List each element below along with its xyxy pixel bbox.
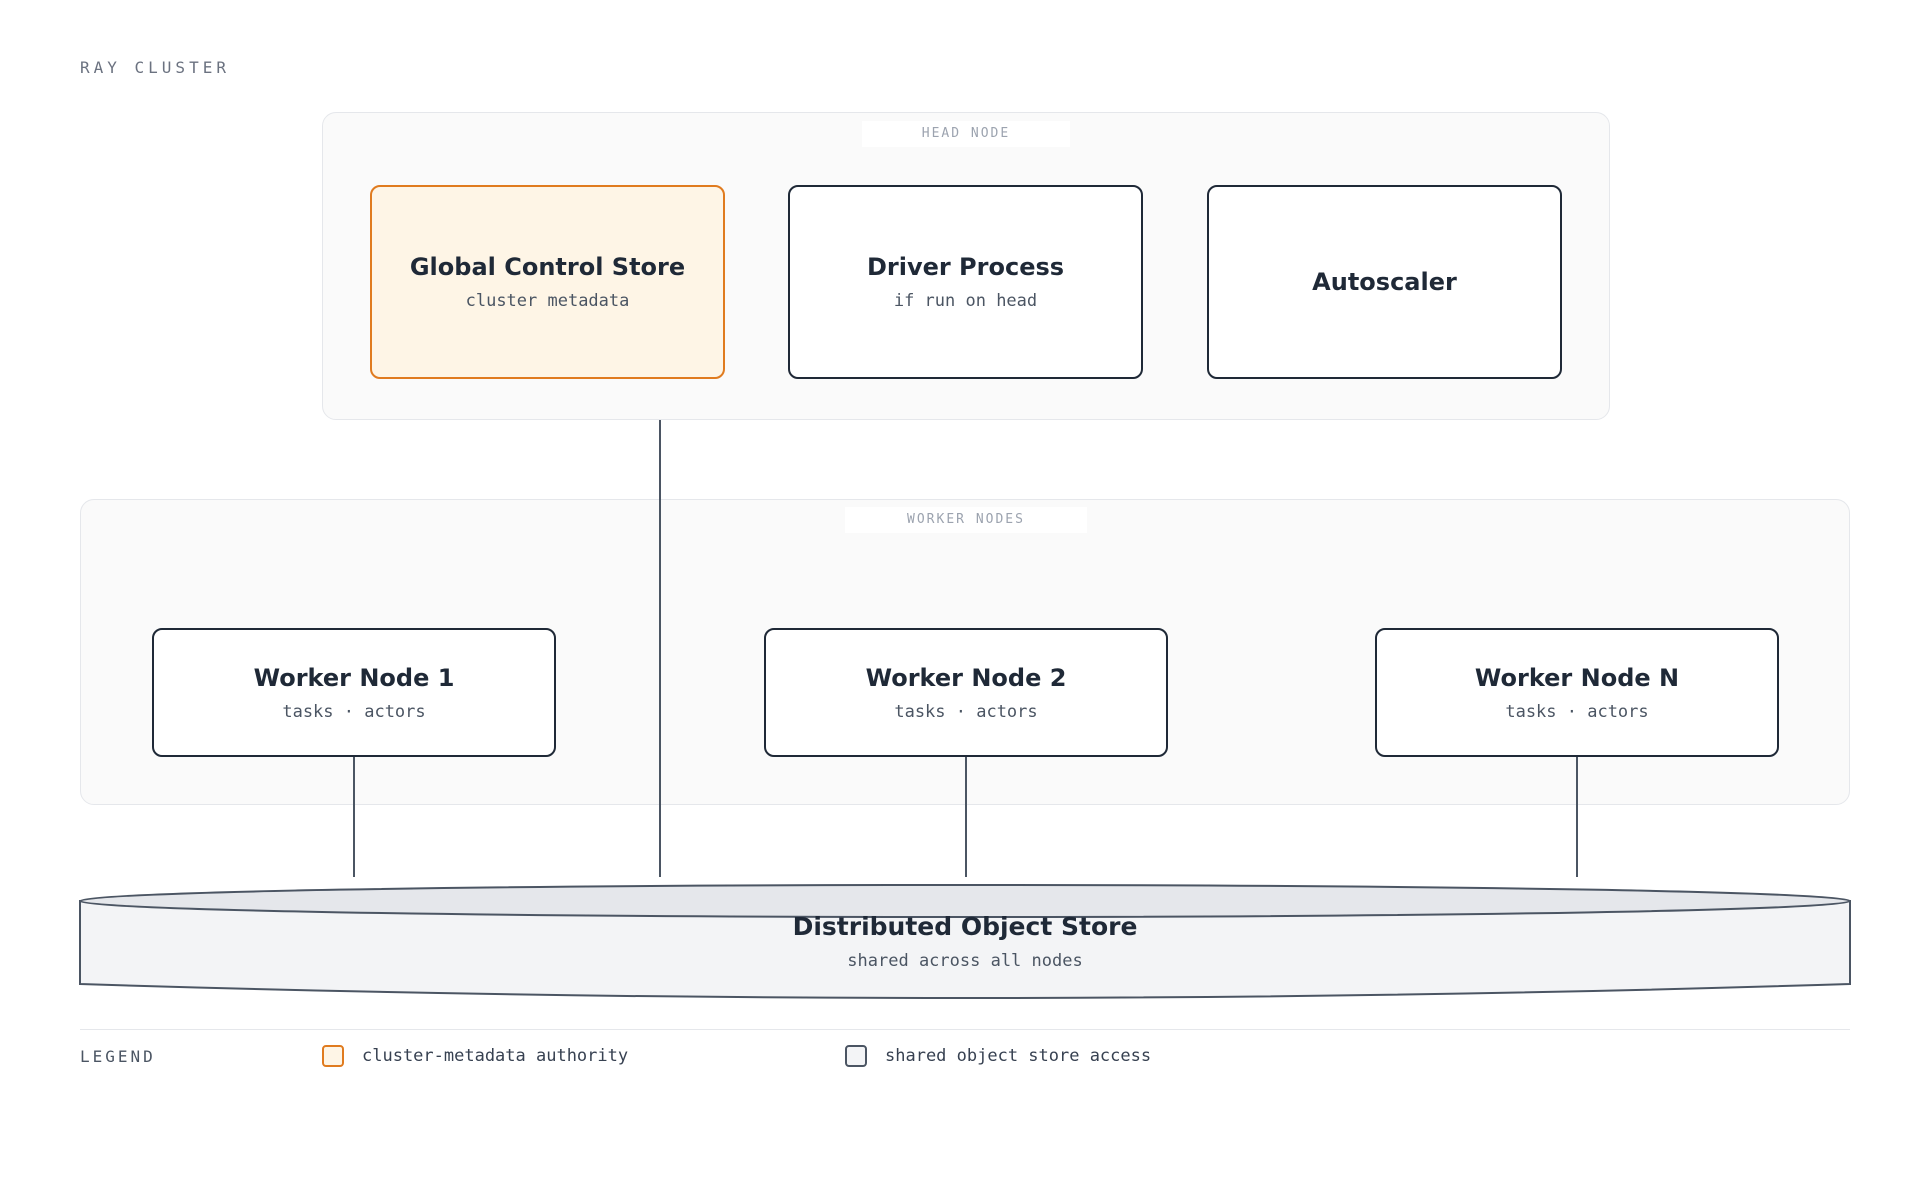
driver-process-title: Driver Process [866,253,1065,281]
object-store[interactable]: Distributed Object Store shared across a… [80,912,1850,971]
object-store-subtitle: shared across all nodes [847,951,1083,971]
legend-swatch-orange [322,1045,344,1067]
driver-process[interactable]: Driver Process if run on head [788,185,1143,379]
legend-item-metadata-authority: cluster-metadata authority [322,1045,628,1067]
global-control-store[interactable]: Global Control Store cluster metadata [370,185,725,379]
head-node-label: HEAD NODE [862,121,1070,147]
legend-swatch-gray [845,1045,867,1067]
gcs-title: Global Control Store [409,253,686,281]
legend-label-object-store-access: shared object store access [885,1046,1152,1066]
object-store-title: Distributed Object Store [792,912,1138,941]
worker-node-n[interactable]: Worker Node N tasks · actors [1375,628,1779,757]
worker-node-2[interactable]: Worker Node 2 tasks · actors [764,628,1168,757]
worker-node-1-title: Worker Node 1 [253,663,455,692]
legend-label-metadata-authority: cluster-metadata authority [362,1046,629,1066]
worker-node-n-subtitle: tasks · actors [1505,701,1649,722]
legend-divider [80,1029,1850,1030]
autoscaler[interactable]: Autoscaler [1207,185,1562,379]
worker-node-1-subtitle: tasks · actors [282,701,426,722]
worker-node-n-title: Worker Node N [1474,663,1680,692]
worker-node-2-subtitle: tasks · actors [894,701,1038,722]
worker-node-1[interactable]: Worker Node 1 tasks · actors [152,628,556,757]
autoscaler-title: Autoscaler [1312,268,1457,296]
gcs-subtitle: cluster metadata [465,291,630,311]
driver-process-subtitle: if run on head [893,291,1038,311]
legend-title: LEGEND [80,1047,156,1066]
worker-node-2-title: Worker Node 2 [865,663,1067,692]
worker-nodes-label: WORKER NODES [845,507,1087,533]
cluster-label: RAY CLUSTER [80,58,230,77]
legend-item-object-store-access: shared object store access [845,1045,1151,1067]
